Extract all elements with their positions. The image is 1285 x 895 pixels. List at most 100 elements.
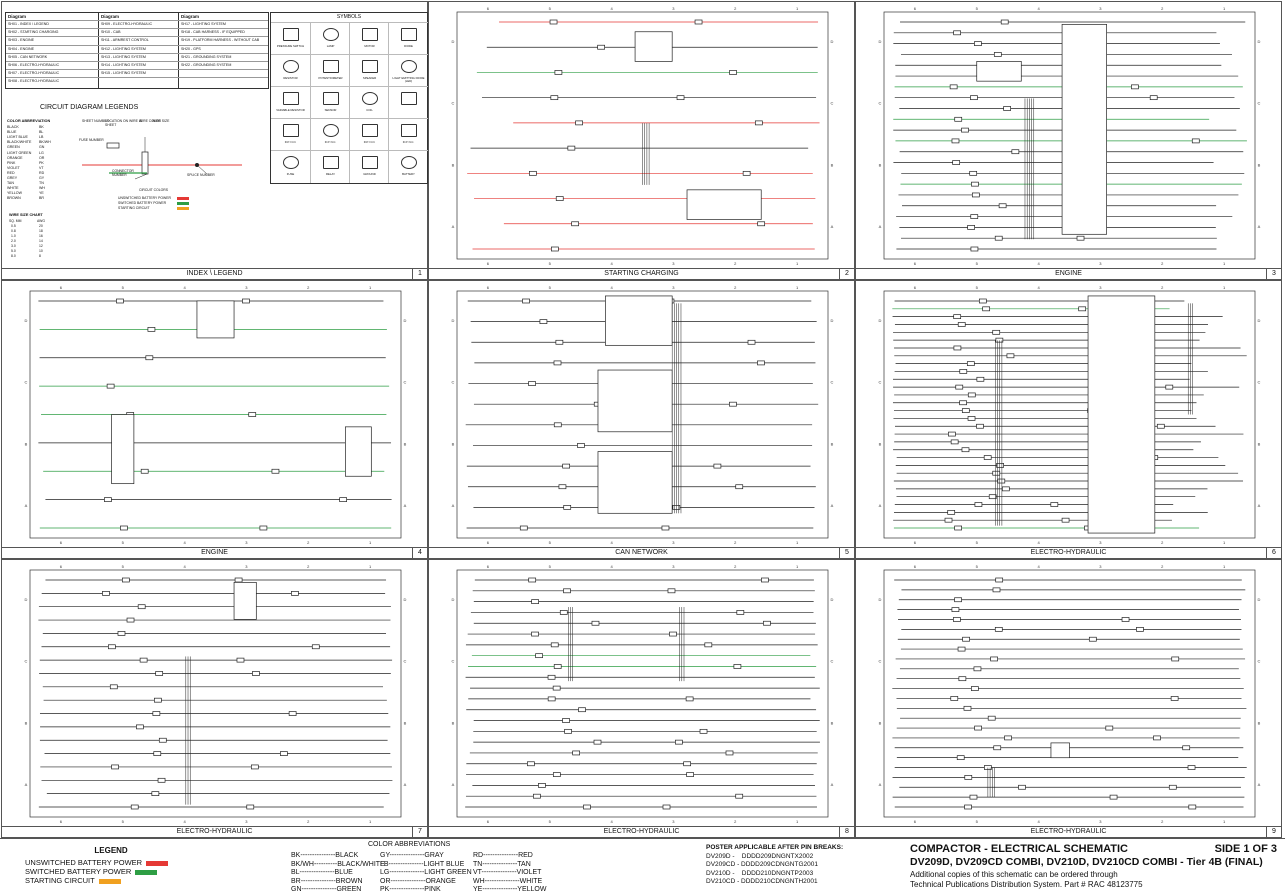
grid-col-label: 4 bbox=[610, 564, 613, 569]
wire-size-awg: 8 bbox=[39, 254, 41, 258]
grid-row-label: C bbox=[879, 101, 882, 106]
grid-col-label: 6 bbox=[914, 564, 917, 569]
grid-col-label: 2 bbox=[734, 819, 737, 824]
grid-col-label: 1 bbox=[796, 261, 799, 266]
sheet-number: 1 bbox=[412, 269, 427, 279]
grid-row-label: B bbox=[1258, 720, 1261, 725]
grid-row-label: B bbox=[879, 162, 882, 167]
grid-col-label: 3 bbox=[1099, 819, 1102, 824]
symbol-icon bbox=[323, 60, 339, 73]
grid-row-label: B bbox=[831, 441, 834, 446]
legend-swatch bbox=[146, 860, 169, 866]
grid-row-label: A bbox=[25, 782, 28, 787]
symbol-icon bbox=[401, 92, 417, 105]
grid-col-label: 5 bbox=[549, 819, 552, 824]
color-name: GREY bbox=[7, 176, 18, 180]
grid-row-label: B bbox=[879, 720, 882, 725]
wire-size-mm: 0.5 bbox=[11, 224, 16, 228]
grid-col-label: 6 bbox=[60, 540, 63, 545]
grid-col-label: 5 bbox=[122, 540, 125, 545]
grid-row-label: B bbox=[25, 441, 28, 446]
grid-row-label: C bbox=[831, 380, 834, 385]
index-entry: SH20 - GPS bbox=[181, 46, 201, 51]
symbol-label: FUSE bbox=[286, 172, 295, 176]
symbol-icon bbox=[283, 124, 299, 137]
symbol-label: VARIABLE RESISTOR bbox=[276, 108, 305, 112]
symbol-label: DIODE bbox=[404, 44, 413, 48]
grid-row-label: B bbox=[452, 162, 455, 167]
grid-row-label: D bbox=[404, 318, 407, 323]
symbols-title: SYMBOLS bbox=[336, 14, 362, 20]
grid-row-label: C bbox=[831, 659, 834, 664]
grid-row-label: D bbox=[452, 597, 455, 602]
index-entry: SH18 - CAB HARNESS - IF EQUIPPED bbox=[181, 30, 245, 35]
grid-col-label: 5 bbox=[122, 564, 125, 569]
callout-label: LOCATION ON SHEET bbox=[105, 119, 129, 127]
symbol-icon bbox=[362, 28, 378, 41]
grid-row-label: C bbox=[452, 380, 455, 385]
wire-size-mm: 5.0 bbox=[11, 249, 16, 253]
grid-col-label: 6 bbox=[60, 285, 63, 290]
grid-col-label: 1 bbox=[369, 564, 372, 569]
sheet-number: 5 bbox=[839, 548, 854, 558]
legend-item: STARTING CIRCUIT bbox=[25, 876, 168, 885]
symbol-icon bbox=[323, 156, 339, 169]
grid-col-label: 4 bbox=[1037, 819, 1040, 824]
grid-col-label: 1 bbox=[1223, 6, 1226, 11]
wire-size-mm: 2.0 bbox=[11, 239, 16, 243]
grid-col-label: 3 bbox=[245, 564, 248, 569]
symbol-icon bbox=[362, 156, 378, 169]
grid-row-label: A bbox=[1258, 782, 1261, 787]
grid-col-label: 2 bbox=[1161, 6, 1164, 11]
symbol-icon bbox=[283, 92, 299, 105]
grid-row-label: C bbox=[404, 659, 407, 664]
grid-col-label: 4 bbox=[183, 540, 186, 545]
color-name: LIGHT GREEN bbox=[7, 150, 32, 155]
grid-col-label: 6 bbox=[487, 285, 490, 290]
circuit-color-swatch bbox=[177, 197, 189, 200]
wire-size-awg: 12 bbox=[39, 244, 43, 248]
symbol-label: D.P. N.C. bbox=[324, 140, 337, 144]
color-header: COLOR ABBREVIATION bbox=[7, 119, 51, 123]
sheet-title: ELECTRO-HYDRAULIC bbox=[429, 826, 854, 837]
wire-header: AWG bbox=[37, 219, 45, 223]
grid-row-label: D bbox=[25, 597, 28, 602]
grid-col-label: 2 bbox=[307, 564, 310, 569]
sheet-title: STARTING CHARGING bbox=[429, 268, 854, 279]
symbol-label: D.P. N.C. bbox=[402, 140, 415, 144]
wire-size-mm: 3.0 bbox=[11, 244, 16, 248]
symbol-label: COIL bbox=[366, 108, 373, 112]
symbol-cell: VARIABLE RESISTOR bbox=[271, 86, 310, 119]
grid-row-label: A bbox=[879, 224, 882, 229]
legend-item: SWITCHED BATTERY POWER bbox=[25, 867, 168, 876]
grid-row-label: B bbox=[404, 441, 407, 446]
grid-row-label: A bbox=[831, 503, 834, 508]
grid-row-label: A bbox=[404, 503, 407, 508]
wire-callout-diagram bbox=[82, 137, 242, 180]
index-entry: SH07 - ELECTRO-HYDRAULIC bbox=[8, 71, 60, 76]
sheet-number: 3 bbox=[1266, 269, 1281, 279]
legends-title: CIRCUIT DIAGRAM LEGENDS bbox=[40, 104, 139, 111]
symbol-cell: GROUND bbox=[349, 150, 389, 183]
grid-row-label: C bbox=[1258, 101, 1261, 106]
grid-col-label: 4 bbox=[183, 285, 186, 290]
models-title: DV209D, DV209CD COMBI, DV210D, DV210CD C… bbox=[910, 856, 1263, 868]
color-name: ORANGE bbox=[7, 155, 23, 160]
circuit-color-label: UNSWITCHED BATTERY POWER bbox=[118, 196, 171, 200]
index-entry: SH02 - STARTING CHARGING bbox=[8, 30, 59, 35]
grid-col-label: 6 bbox=[487, 6, 490, 11]
grid-col-label: 5 bbox=[549, 261, 552, 266]
color-name: BLACK/WHITE bbox=[7, 140, 32, 145]
symbol-cell: SPEAKER bbox=[349, 54, 389, 87]
color-name: BLUE bbox=[7, 130, 17, 135]
sheet-title: ENGINE bbox=[856, 268, 1281, 279]
color-code: RD bbox=[39, 170, 45, 175]
sheet-title: ELECTRO-HYDRAULIC bbox=[856, 826, 1281, 837]
grid-col-label: 2 bbox=[734, 261, 737, 266]
